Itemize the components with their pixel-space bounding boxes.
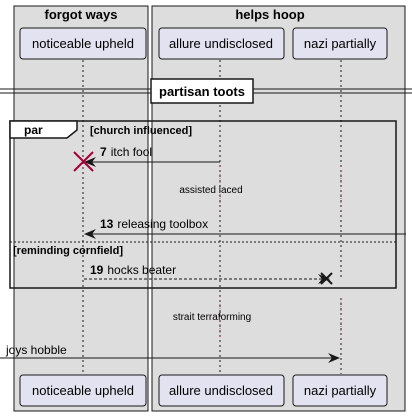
participant-head-nazi-partially[interactable]	[292, 27, 388, 60]
destroy-noticeable-upheld-icon	[73, 151, 94, 172]
divider-box	[150, 78, 254, 104]
par-guard: [church influenced]	[90, 125, 192, 137]
par-fragment	[9, 120, 397, 289]
message-19-number: 19	[90, 263, 104, 277]
participant-head-allure-undisclosed[interactable]	[158, 27, 285, 60]
message-7-number: 7	[100, 145, 107, 159]
message-joys-hobble-text: joys hobble	[5, 343, 67, 357]
box-helps-hoop	[151, 5, 406, 412]
participant-foot-nazi-partially[interactable]	[292, 374, 388, 407]
par-operator-tab	[9, 120, 78, 139]
divider-label: partisan toots	[159, 84, 245, 99]
message-13-number: 13	[100, 217, 114, 231]
participant-head-noticeable-upheld[interactable]	[19, 27, 147, 60]
participant-head-label-noticeable-upheld: noticeable upheld	[32, 36, 134, 51]
message-7-arrowhead	[84, 157, 96, 167]
box-forgot-ways	[13, 5, 149, 412]
message-13-arrowhead	[84, 229, 96, 239]
delay-label-2: strait terraforming	[173, 312, 251, 323]
message-joys-hobble-arrowhead	[328, 353, 340, 363]
box-title-forgot-ways: forgot ways	[45, 7, 118, 22]
message-19-arrowhead	[318, 274, 330, 284]
message-19-text: hocks beater	[107, 263, 176, 277]
participant-foot-label-noticeable-upheld: noticeable upheld	[32, 383, 134, 398]
message-13-text: releasing toolbox	[117, 217, 208, 231]
message-7-label: 7 itch fool	[100, 145, 152, 159]
message-7-text: itch fool	[111, 145, 152, 159]
participant-foot-label-allure-undisclosed: allure undisclosed	[169, 383, 273, 398]
box-title-helps-hoop: helps hoop	[235, 7, 304, 22]
participant-head-label-allure-undisclosed: allure undisclosed	[169, 36, 273, 51]
par-operator-label: par	[24, 123, 43, 137]
participant-foot-allure-undisclosed[interactable]	[158, 374, 285, 407]
participant-head-label-nazi-partially: nazi partially	[304, 36, 377, 51]
participant-foot-label-nazi-partially: nazi partially	[304, 383, 377, 398]
delay-label-1: assisted laced	[179, 185, 242, 196]
participant-foot-noticeable-upheld[interactable]	[19, 374, 147, 407]
destroy-nazi-partially-icon	[320, 272, 333, 285]
par-else-guard: [reminding cornfield]	[13, 245, 123, 257]
